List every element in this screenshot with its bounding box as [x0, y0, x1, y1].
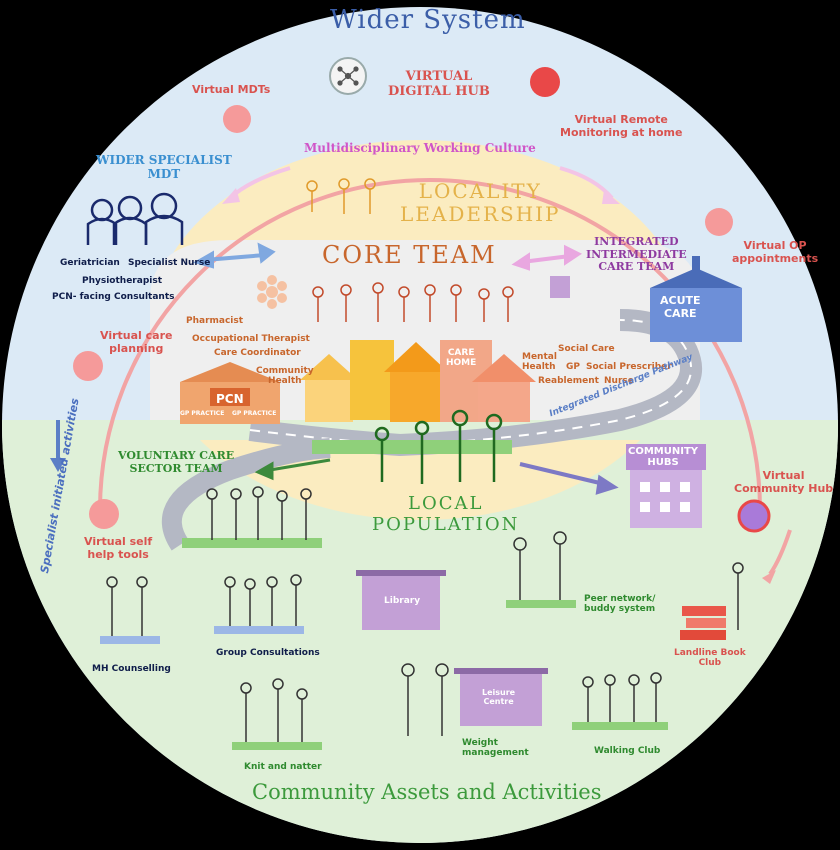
care-home-label: CARE HOME — [446, 348, 477, 368]
virtual-self-help-dot — [89, 499, 119, 529]
mdt-link-arrows — [192, 242, 276, 269]
locality-leadership: LOCALITY LEADERSHIP — [400, 179, 561, 226]
virtual-self-help-label: Virtual self help tools — [84, 535, 153, 561]
core-role: Community Health — [256, 366, 314, 387]
book-club-label: Landline Book Club — [674, 648, 746, 669]
leisure-label: Leisure Centre — [482, 688, 516, 706]
pcn-building — [180, 362, 280, 424]
pharmacy-icon — [257, 275, 287, 309]
houses — [300, 340, 536, 422]
core-role: Reablement — [538, 376, 599, 386]
leisure-building — [454, 668, 548, 726]
jigsaw-icon — [550, 276, 570, 298]
core-role: Occupational Therapist — [192, 334, 310, 344]
group-consultations-label: Group Consultations — [216, 648, 320, 658]
core-role: Pharmacist — [186, 316, 244, 326]
digital-arc — [98, 178, 762, 511]
gp-practice-label-2: GP PRACTICE — [232, 410, 277, 417]
core-role: Social Care — [558, 344, 615, 354]
wider-mdt-title: WIDER SPECIALIST MDT — [96, 153, 232, 181]
mdt-role: Specialist Nurse — [128, 258, 211, 268]
culture-label: Multidisciplinary Working Culture — [304, 141, 536, 155]
virtual-community-hub-label: Virtual Community Hub — [734, 469, 834, 495]
intermediate-care-title: INTEGRATED INTERMEDIATE CARE TEAM — [586, 235, 687, 274]
virtual-op-label: Virtual OP appointments — [732, 239, 819, 265]
core-role: Nurse — [604, 376, 634, 386]
community-hubs-label: COMMUNITY HUBS — [628, 446, 699, 468]
people-figures — [86, 178, 744, 742]
acute-care-building — [650, 256, 742, 342]
core-role: Care Coordinator — [214, 348, 301, 358]
digital-hub-label: VIRTUAL DIGITAL HUB — [388, 69, 490, 99]
voluntary-arrow — [254, 458, 331, 481]
book-club-arrow — [768, 529, 792, 576]
intermediate-link-arrows — [511, 244, 582, 271]
community-hubs-building — [626, 444, 706, 528]
peer-network-label: Peer network/ buddy system — [584, 594, 656, 615]
pcn-label: PCN — [216, 392, 244, 406]
books-icon — [680, 606, 726, 640]
mdt-role: PCN- facing Consultants — [52, 292, 175, 302]
bottom-title: Community Assets and Activities — [252, 780, 602, 804]
core-team-title: CORE TEAM — [322, 241, 497, 269]
walking-label: Walking Club — [594, 746, 661, 756]
core-role: GP — [566, 362, 580, 372]
virtual-remote-dot — [530, 67, 560, 97]
core-role: Mental Health — [522, 352, 557, 373]
library-label: Library — [384, 596, 421, 606]
weight-label: Weight management — [462, 738, 529, 759]
mdt-role: Geriatrician — [60, 258, 120, 268]
grass — [100, 440, 668, 750]
gp-practice-label: GP PRACTICE — [180, 410, 225, 417]
knit-label: Knit and natter — [244, 762, 322, 772]
mh-counselling-label: MH Counselling — [92, 664, 171, 674]
acute-care-label: ACUTE CARE — [660, 294, 701, 320]
virtual-remote-label: Virtual Remote Monitoring at home — [560, 113, 683, 139]
virtual-op-dot — [705, 208, 733, 236]
virtual-community-hub-dot — [737, 499, 771, 533]
local-population-title: LOCAL POPULATION — [372, 493, 520, 535]
voluntary-team-title: VOLUNTARY CARE SECTOR TEAM — [118, 449, 235, 475]
virtual-care-planning-label: Virtual care planning — [100, 329, 173, 355]
virtual-care-planning-dot — [73, 351, 103, 381]
library-building — [356, 570, 446, 630]
mdt-role: Physiotherapist — [82, 276, 163, 286]
virtual-mdts-label: Virtual MDTs — [192, 83, 271, 96]
page-title: Wider System — [330, 5, 526, 35]
network-icon — [337, 66, 359, 86]
community-arrows — [519, 462, 619, 495]
virtual-mdts-dot — [223, 105, 251, 133]
core-role: Social Prescriber — [586, 362, 672, 372]
